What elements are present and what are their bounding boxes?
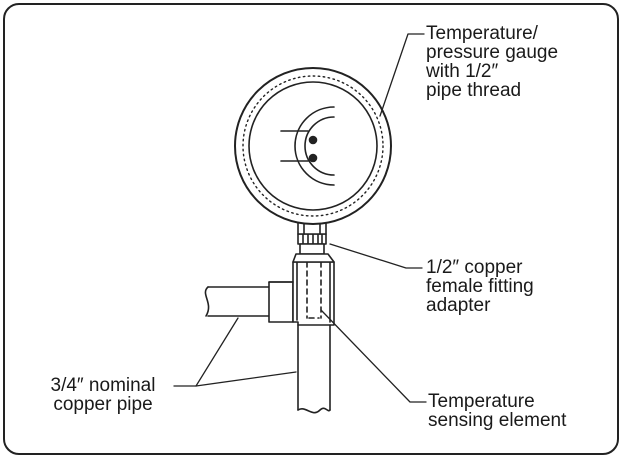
leader-lines	[173, 33, 427, 403]
gauge-label-line-4: pipe thread	[426, 80, 522, 101]
adapter-leader	[329, 243, 423, 269]
adapter-label: 1/2″ copper female fitting adapter	[426, 258, 534, 315]
sensor-label: Temperature sensing element	[428, 392, 566, 430]
adapter-label-line-1: 1/2″ copper	[426, 257, 523, 278]
pipe-label-line-1: 3/4″ nominal	[50, 375, 156, 396]
pipe-label-line-2: copper pipe	[53, 394, 153, 415]
pipe-leader-lower	[195, 371, 297, 387]
sensor-leader	[320, 309, 427, 403]
gauge-leader	[379, 33, 425, 117]
copper-female-fitting-adapter	[292, 218, 335, 263]
adapter-label-line-2: female fitting	[426, 276, 534, 297]
sensor-label-line-1: Temperature	[428, 391, 535, 412]
temperature-sensing-element	[306, 261, 322, 319]
temperature-pressure-gauge	[234, 67, 392, 225]
gauge-label-line-2: pressure gauge	[426, 42, 559, 63]
pipe-label: 3/4″ nominal copper pipe	[30, 376, 176, 414]
gauge-label-line-3: with 1/2″	[426, 61, 499, 82]
horizontal-copper-pipe	[204, 286, 273, 317]
gauge-label-line-1: Temperature/	[426, 23, 538, 44]
adapter-label-line-3: adapter	[426, 295, 491, 316]
tee-fitting	[268, 261, 335, 326]
sensor-label-line-2: sensing element	[428, 410, 567, 431]
gauge-label: Temperature/ pressure gauge with 1/2″ pi…	[426, 24, 558, 100]
pipe-leader-upper	[173, 317, 239, 387]
vertical-copper-pipe	[297, 324, 331, 414]
